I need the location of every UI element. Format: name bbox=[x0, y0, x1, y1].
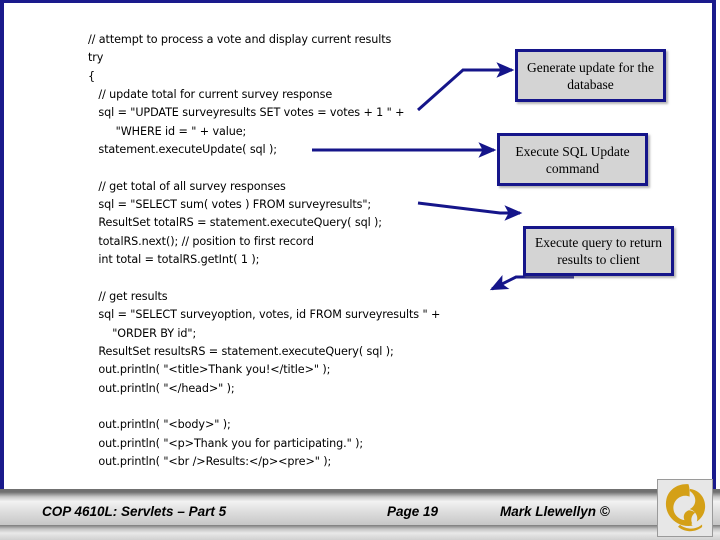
footer-band-main bbox=[0, 501, 720, 525]
code-line bbox=[88, 159, 508, 177]
code-line: sql = "UPDATE surveyresults SET votes = … bbox=[88, 106, 405, 120]
code-line: out.println( "<p>Thank you for participa… bbox=[88, 436, 364, 450]
code-line: totalRS.next(); // position to first rec… bbox=[88, 234, 314, 248]
code-line bbox=[88, 398, 508, 416]
footer-band-bottom bbox=[0, 533, 720, 540]
callout-generate-update: Generate update for the database bbox=[515, 49, 666, 102]
code-line: out.println( "</head>" ); bbox=[88, 381, 235, 395]
code-line: try bbox=[88, 51, 104, 65]
callout-execute-sql-update: Execute SQL Update command bbox=[497, 133, 648, 186]
slide-border-top bbox=[0, 0, 716, 3]
code-line: // get results bbox=[88, 289, 168, 303]
slide-border-left bbox=[0, 0, 4, 489]
callout-execute-query: Execute query to return results to clien… bbox=[523, 226, 674, 276]
slide-border-right bbox=[712, 0, 716, 489]
code-line: out.println( "<title>Thank you!</title>"… bbox=[88, 363, 331, 377]
pegasus-icon bbox=[665, 484, 706, 532]
code-line: // attempt to process a vote and display… bbox=[88, 33, 392, 46]
code-line: // update total for current survey respo… bbox=[88, 88, 333, 102]
footer-course-title: COP 4610L: Servlets – Part 5 bbox=[42, 504, 227, 519]
code-line: statement.executeUpdate( sql ); bbox=[88, 143, 277, 157]
footer-page-number: Page 19 bbox=[387, 504, 439, 519]
code-line: ResultSet resultsRS = statement.executeQ… bbox=[88, 344, 394, 358]
code-line: out.println( "<body>" ); bbox=[88, 418, 231, 432]
code-line: "ORDER BY id"; bbox=[88, 326, 197, 340]
footer-divider bbox=[0, 489, 720, 492]
code-line: sql = "SELECT surveyoption, votes, id FR… bbox=[88, 308, 441, 322]
footer-author-credit: Mark Llewellyn © bbox=[500, 504, 610, 519]
footer-band-upper bbox=[0, 492, 720, 501]
code-listing: // attempt to process a vote and display… bbox=[88, 31, 508, 471]
ucf-pegasus-logo bbox=[657, 479, 713, 537]
code-line bbox=[88, 269, 508, 287]
code-line: sql = "SELECT sum( votes ) FROM surveyre… bbox=[88, 198, 372, 212]
code-line: ResultSet totalRS = statement.executeQue… bbox=[88, 216, 382, 230]
code-line: int total = totalRS.getInt( 1 ); bbox=[88, 253, 260, 267]
code-line: "WHERE id = " + value; bbox=[88, 124, 247, 138]
code-line: out.println( "<br />Results:</p><pre>" )… bbox=[88, 454, 332, 468]
code-line: // get total of all survey responses bbox=[88, 179, 286, 193]
footer-band-lower bbox=[0, 525, 720, 533]
code-line: { bbox=[88, 69, 96, 83]
